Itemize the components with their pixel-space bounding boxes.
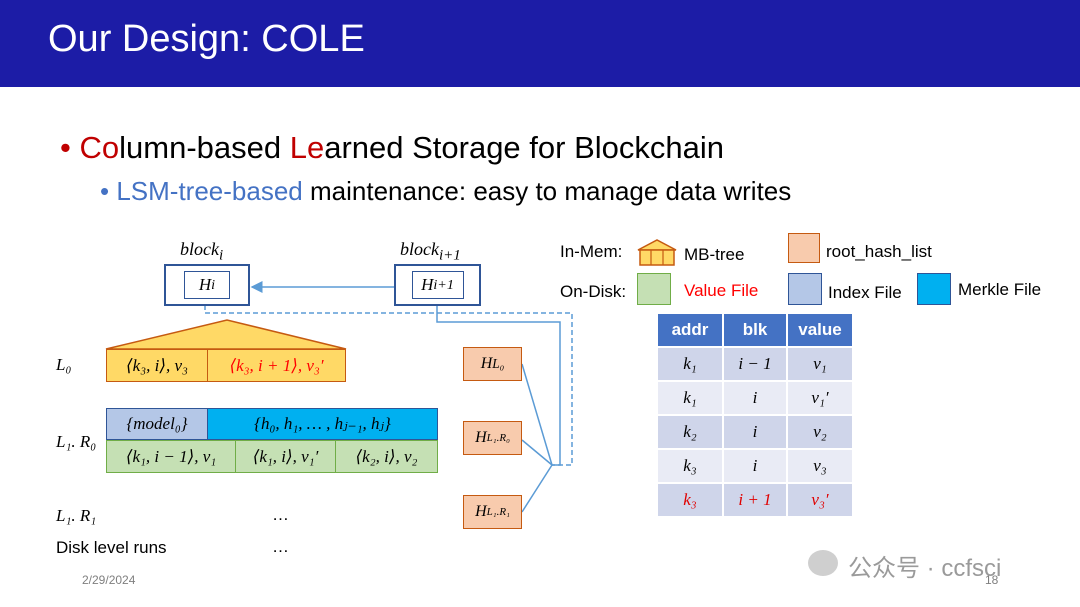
- slide-page-number: 18: [985, 573, 999, 587]
- table-cell: k₂: [656, 414, 724, 450]
- legend-root-hash-label: root_hash_list: [826, 242, 932, 261]
- fan-line-l1r0: [521, 439, 553, 466]
- legend-on-disk-label: On-Disk:: [560, 282, 627, 301]
- bullet-main-part4: arned Storage for Blockchain: [324, 130, 724, 165]
- mbtree-icon: [637, 239, 677, 266]
- table-cell: v₁′: [786, 380, 854, 416]
- legend-in-mem-label: In-Mem:: [560, 242, 623, 261]
- bullet-sub-dot: •: [100, 176, 110, 206]
- table-cell: v₃: [786, 448, 854, 484]
- table-cell: i + 1: [722, 482, 788, 518]
- l1r0-merkle-cell: {h₀, h₁, … , hⱼ₋₁, hⱼ}: [207, 408, 438, 440]
- legend-index-file-label: Index File: [828, 283, 902, 302]
- table-header-blk: blk: [722, 312, 788, 348]
- table-row: k₃ i v₃: [656, 448, 854, 484]
- l1r0-value-cell-1: ⟨k₁, i − 1⟩, v₁: [106, 440, 236, 473]
- table-row: k₂ i v₂: [656, 414, 854, 450]
- table-row: k₃ i + 1 v₃′: [656, 482, 854, 518]
- wechat-icon: [808, 550, 838, 576]
- table-header-addr: addr: [656, 312, 724, 348]
- table-cell: k₁: [656, 346, 724, 382]
- table-row: k₁ i v₁′: [656, 380, 854, 416]
- watermark: 公众号 · ccfsci: [848, 555, 1002, 582]
- legend-merkle-file-label: Merkle File: [958, 280, 1042, 299]
- legend-mbtree-label: MB-tree: [684, 245, 745, 264]
- bullet-sub-part2: maintenance: easy to manage data writes: [302, 176, 792, 206]
- block-i-label: blocki: [180, 239, 224, 264]
- bullet-dot: •: [60, 130, 71, 165]
- solid-link: [436, 305, 561, 466]
- fan-line-l0: [521, 363, 553, 466]
- table-cell: i: [722, 380, 788, 416]
- bullet-main-part2: lumn-based: [119, 130, 290, 165]
- level-disk-runs-label: Disk level runs: [56, 538, 167, 557]
- bullet-main-part1: Co: [79, 130, 120, 165]
- slide-title: Our Design: COLE: [48, 18, 365, 60]
- l1r0-model-cell: {model₀}: [106, 408, 208, 440]
- table-cell: k₃: [656, 482, 724, 518]
- l0-cell-k3-i: ⟨k₃, i⟩, v₃: [106, 349, 208, 382]
- mbtree-roof: [105, 319, 347, 350]
- l1r0-value-cell-3: ⟨k₂, i⟩, v₂: [335, 440, 438, 473]
- bullet-sub: • LSM-tree-based maintenance: easy to ma…: [100, 176, 791, 207]
- table-row: k₁ i − 1 v₁: [656, 346, 854, 382]
- fan-line-l1r1: [521, 464, 553, 513]
- legend-root-hash-swatch: [788, 233, 820, 263]
- table-cell: k₃: [656, 448, 724, 484]
- legend-value-file-swatch: [637, 273, 671, 305]
- legend-value-file-label: Value File: [684, 281, 759, 300]
- table-cell: k₁: [656, 380, 724, 416]
- table-cell: v₁: [786, 346, 854, 382]
- legend-index-file-swatch: [788, 273, 822, 305]
- table-cell: i: [722, 414, 788, 450]
- level-l0-label: L₀: [56, 355, 72, 374]
- block-i1-label: blocki+1: [400, 239, 461, 264]
- table-header-value: value: [786, 312, 854, 348]
- ellipsis-l1r1: …: [272, 505, 289, 524]
- table-cell: i − 1: [722, 346, 788, 382]
- value-file-table: addr blk value k₁ i − 1 v₁ k₁ i v₁′ k₂ i…: [656, 312, 854, 518]
- level-l1r0-label: L₁. R₀: [56, 432, 97, 451]
- table-cell: v₃′: [786, 482, 854, 518]
- bullet-main-part3: Le: [289, 130, 325, 165]
- table-header-row: addr blk value: [656, 312, 854, 348]
- bullet-main: • Column-based Learned Storage for Block…: [60, 130, 724, 166]
- ellipsis-disk-runs: …: [272, 537, 289, 556]
- table-cell: v₂: [786, 414, 854, 450]
- slide-header: [0, 0, 1080, 87]
- l0-cell-k3-i1: ⟨k₃, i + 1⟩, v₃′: [207, 349, 346, 382]
- table-cell: i: [722, 448, 788, 484]
- legend-merkle-file-swatch: [917, 273, 951, 305]
- level-l1r1-label: L₁. R₁: [56, 506, 97, 525]
- l1r0-value-cell-2: ⟨k₁, i⟩, v₁′: [235, 440, 336, 473]
- slide-date: 2/29/2024: [82, 573, 136, 587]
- bullet-sub-part1: LSM-tree-based: [116, 176, 303, 206]
